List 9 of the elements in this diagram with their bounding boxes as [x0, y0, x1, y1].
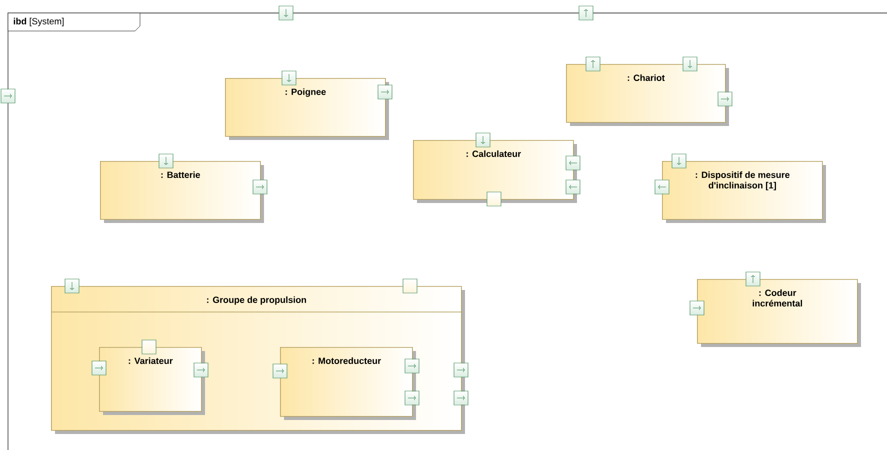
part-box: : Codeur incrémental	[697, 279, 861, 347]
part-box: : Batterie	[100, 161, 264, 223]
part-box: : Motoreducteur	[280, 347, 416, 420]
part-box: : Chariot	[566, 64, 729, 126]
part-box: : Dispositif de mesure d'inclinaison [1]	[662, 161, 826, 223]
part-box: : Variateur	[99, 347, 205, 415]
part-box: : Calculateur	[413, 140, 577, 203]
frame-tab: ibd [System]	[8, 12, 140, 32]
part-box: : Poignee	[225, 78, 389, 140]
